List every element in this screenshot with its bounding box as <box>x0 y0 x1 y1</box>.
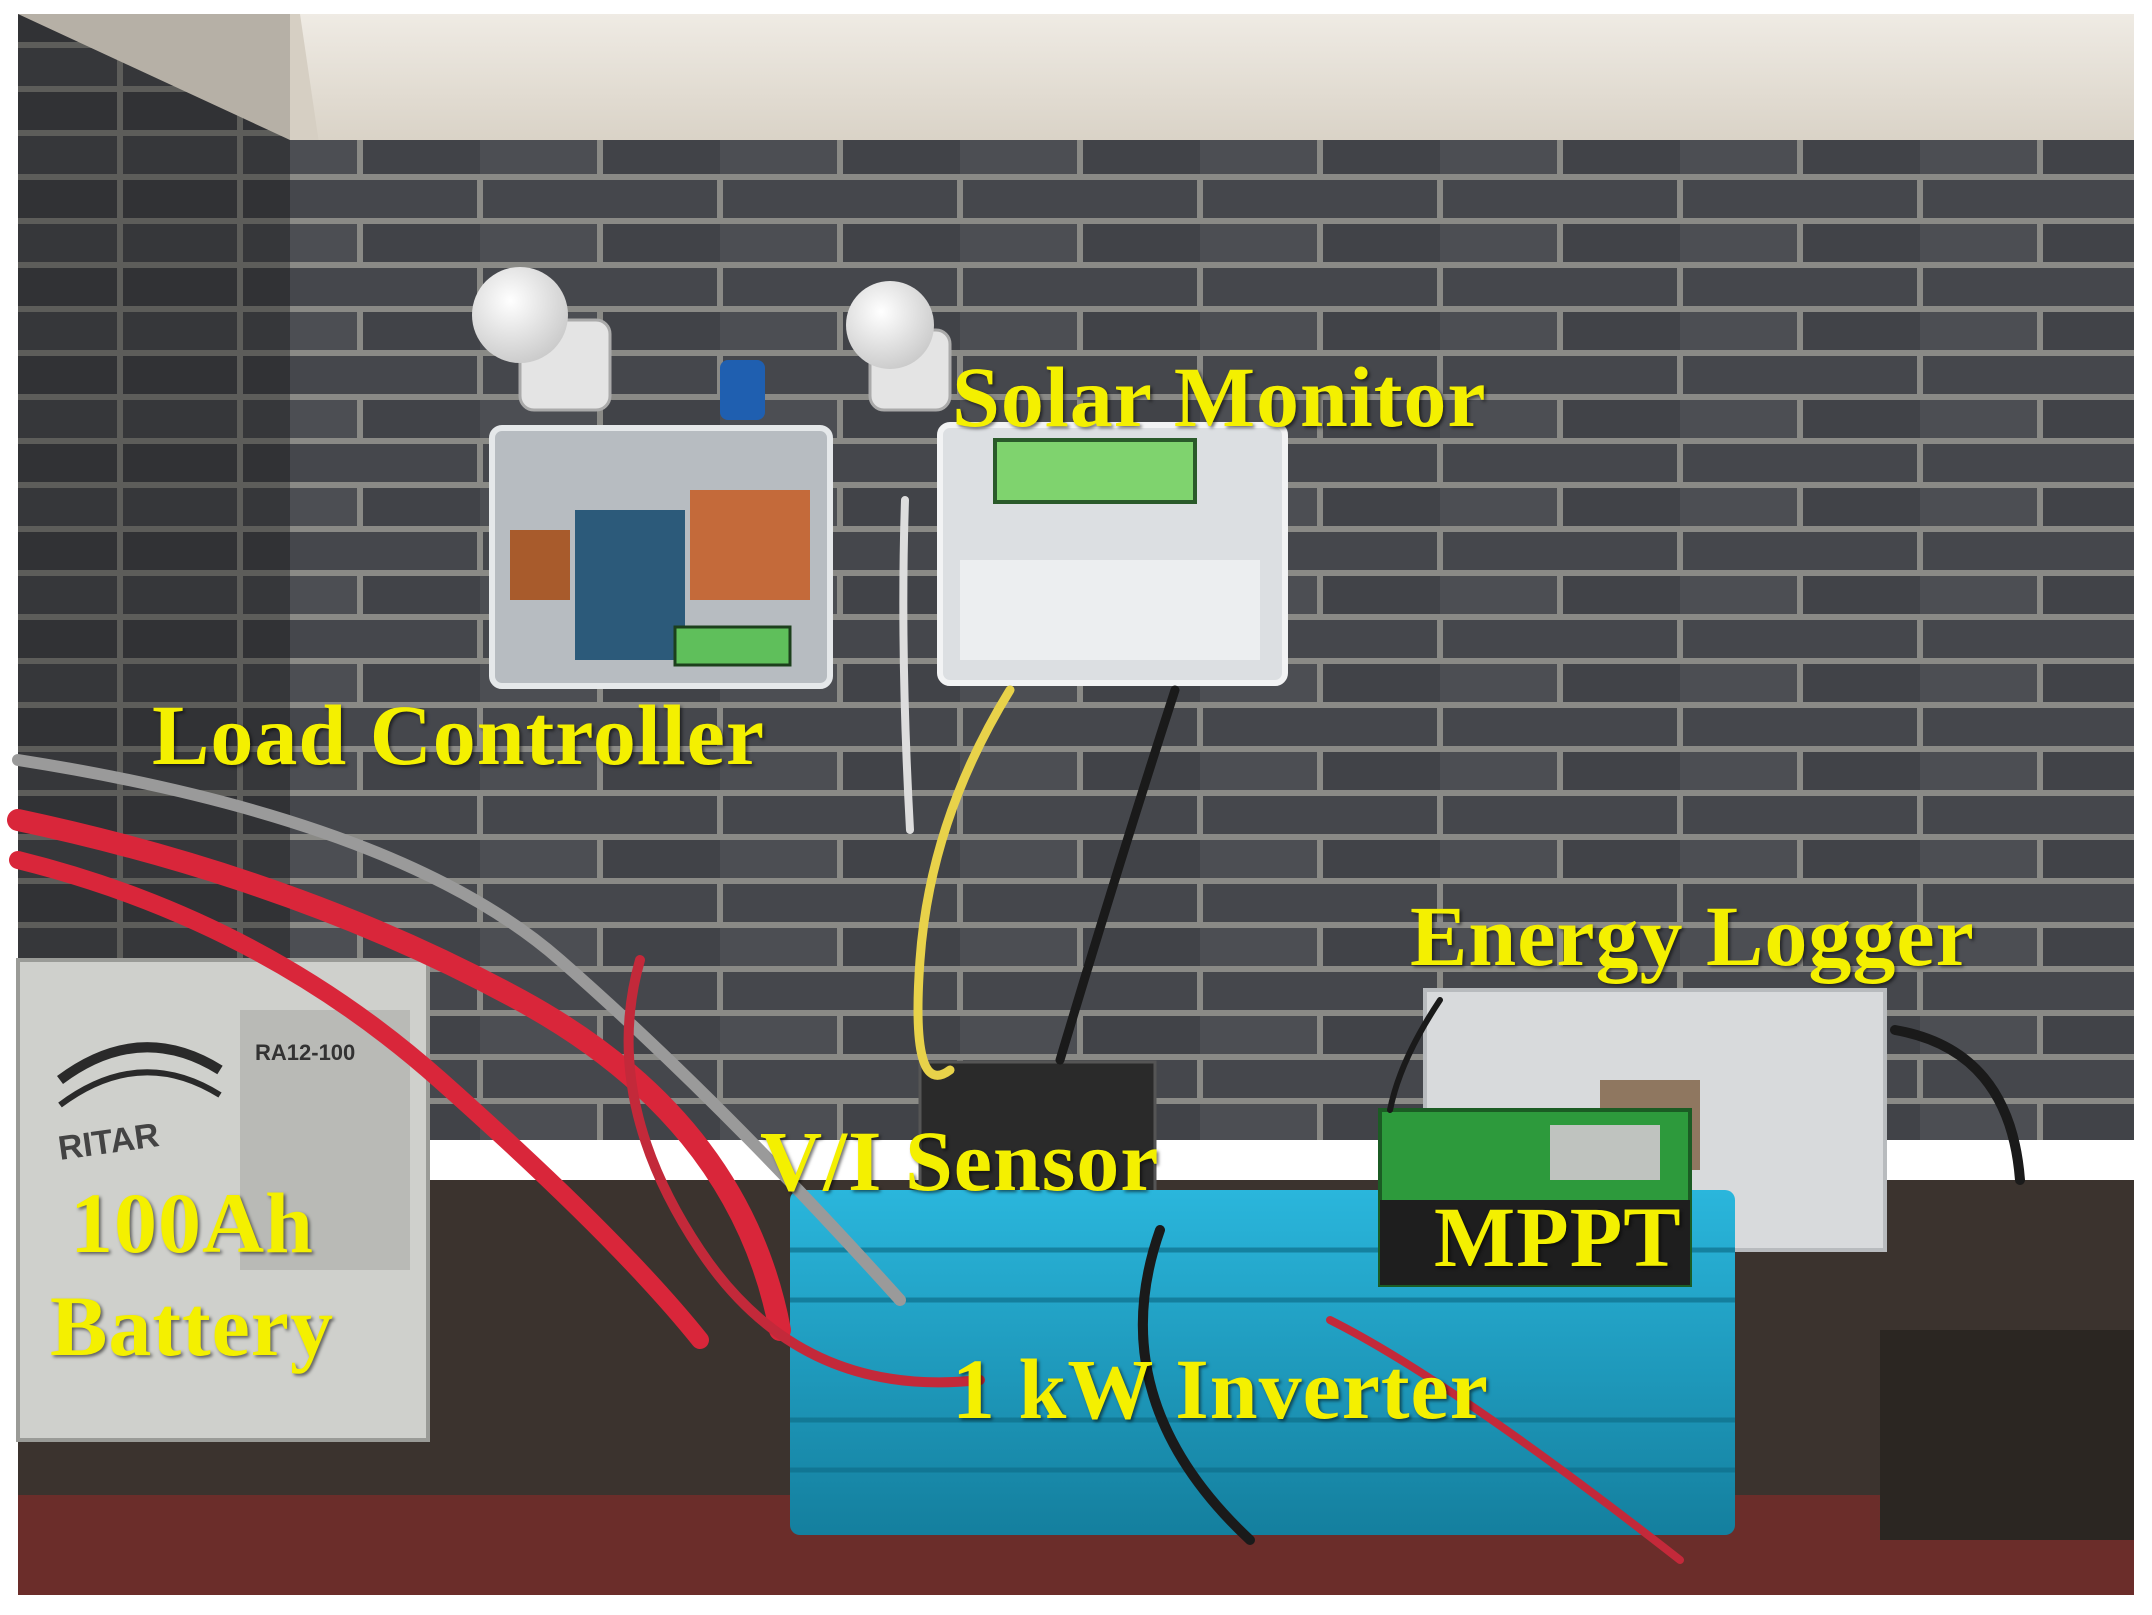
label-vi-sensor: V/I Sensor <box>760 1113 1160 1209</box>
light-bulb-right <box>846 281 952 412</box>
battery: RITAR RA12-100 <box>16 958 430 1442</box>
label-mppt: MPPT <box>1434 1189 1682 1285</box>
label-inverter: 1 kW Inverter <box>952 1341 1489 1437</box>
mppt-unit <box>1378 1108 1692 1287</box>
label-battery: 100Ah Battery <box>50 1172 334 1378</box>
label-battery-capacity: 100Ah <box>70 1175 314 1271</box>
light-bulb-left <box>472 267 612 412</box>
solar-monitor-box <box>937 422 1288 686</box>
label-battery-name: Battery <box>50 1278 334 1375</box>
battery-model: RA12-100 <box>255 1040 355 1065</box>
misc-equipment <box>1880 1330 2134 1540</box>
side-brick-wall <box>18 14 290 1000</box>
load-controller-box <box>489 360 833 689</box>
cables <box>7 496 2025 1564</box>
label-solar-monitor: Solar Monitor <box>952 349 1487 445</box>
label-energy-logger: Energy Logger <box>1410 888 1975 984</box>
ceiling-plaster <box>18 14 2134 144</box>
label-load-controller: Load Controller <box>152 687 766 783</box>
